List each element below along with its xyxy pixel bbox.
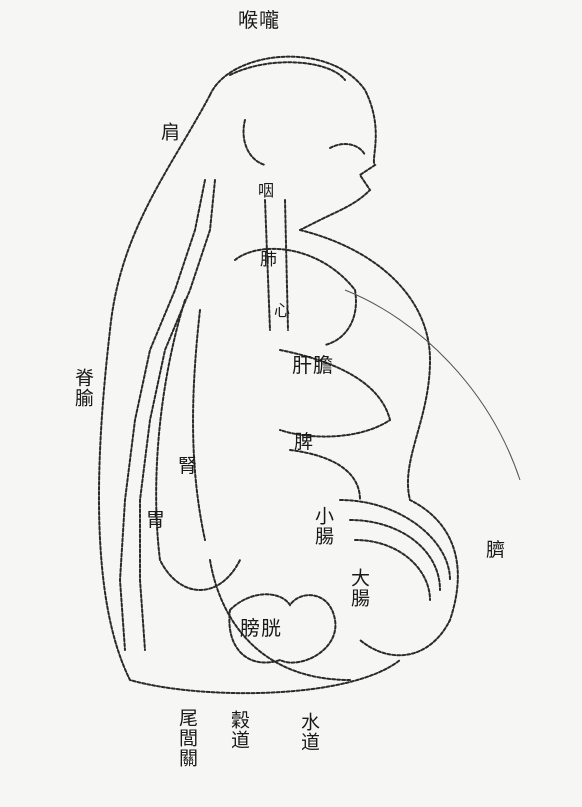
label-spleen: 脾 xyxy=(294,432,314,453)
label-navel: 臍 xyxy=(486,540,506,561)
label-heart: 心 xyxy=(274,300,291,321)
label-bladder: 膀胱 xyxy=(240,618,282,639)
label-top: 喉嚨 xyxy=(238,10,280,31)
label-bottom-3: 水道 xyxy=(298,712,319,752)
label-bottom-1: 尾閭關 xyxy=(176,708,197,768)
label-liver: 肝膽 xyxy=(292,355,334,376)
label-neck: 咽 xyxy=(258,180,275,201)
label-left-upper: 肩 xyxy=(158,122,179,142)
label-kidney: 腎 xyxy=(178,456,198,477)
label-bottom-2: 穀道 xyxy=(228,710,249,750)
label-left-mid: 脊腧 xyxy=(72,368,93,408)
label-large-intestine: 大腸 xyxy=(348,568,369,608)
label-chest: 肺 xyxy=(260,250,278,271)
label-small-intestine: 小腸 xyxy=(312,506,333,546)
label-stomach: 胃 xyxy=(146,510,166,531)
